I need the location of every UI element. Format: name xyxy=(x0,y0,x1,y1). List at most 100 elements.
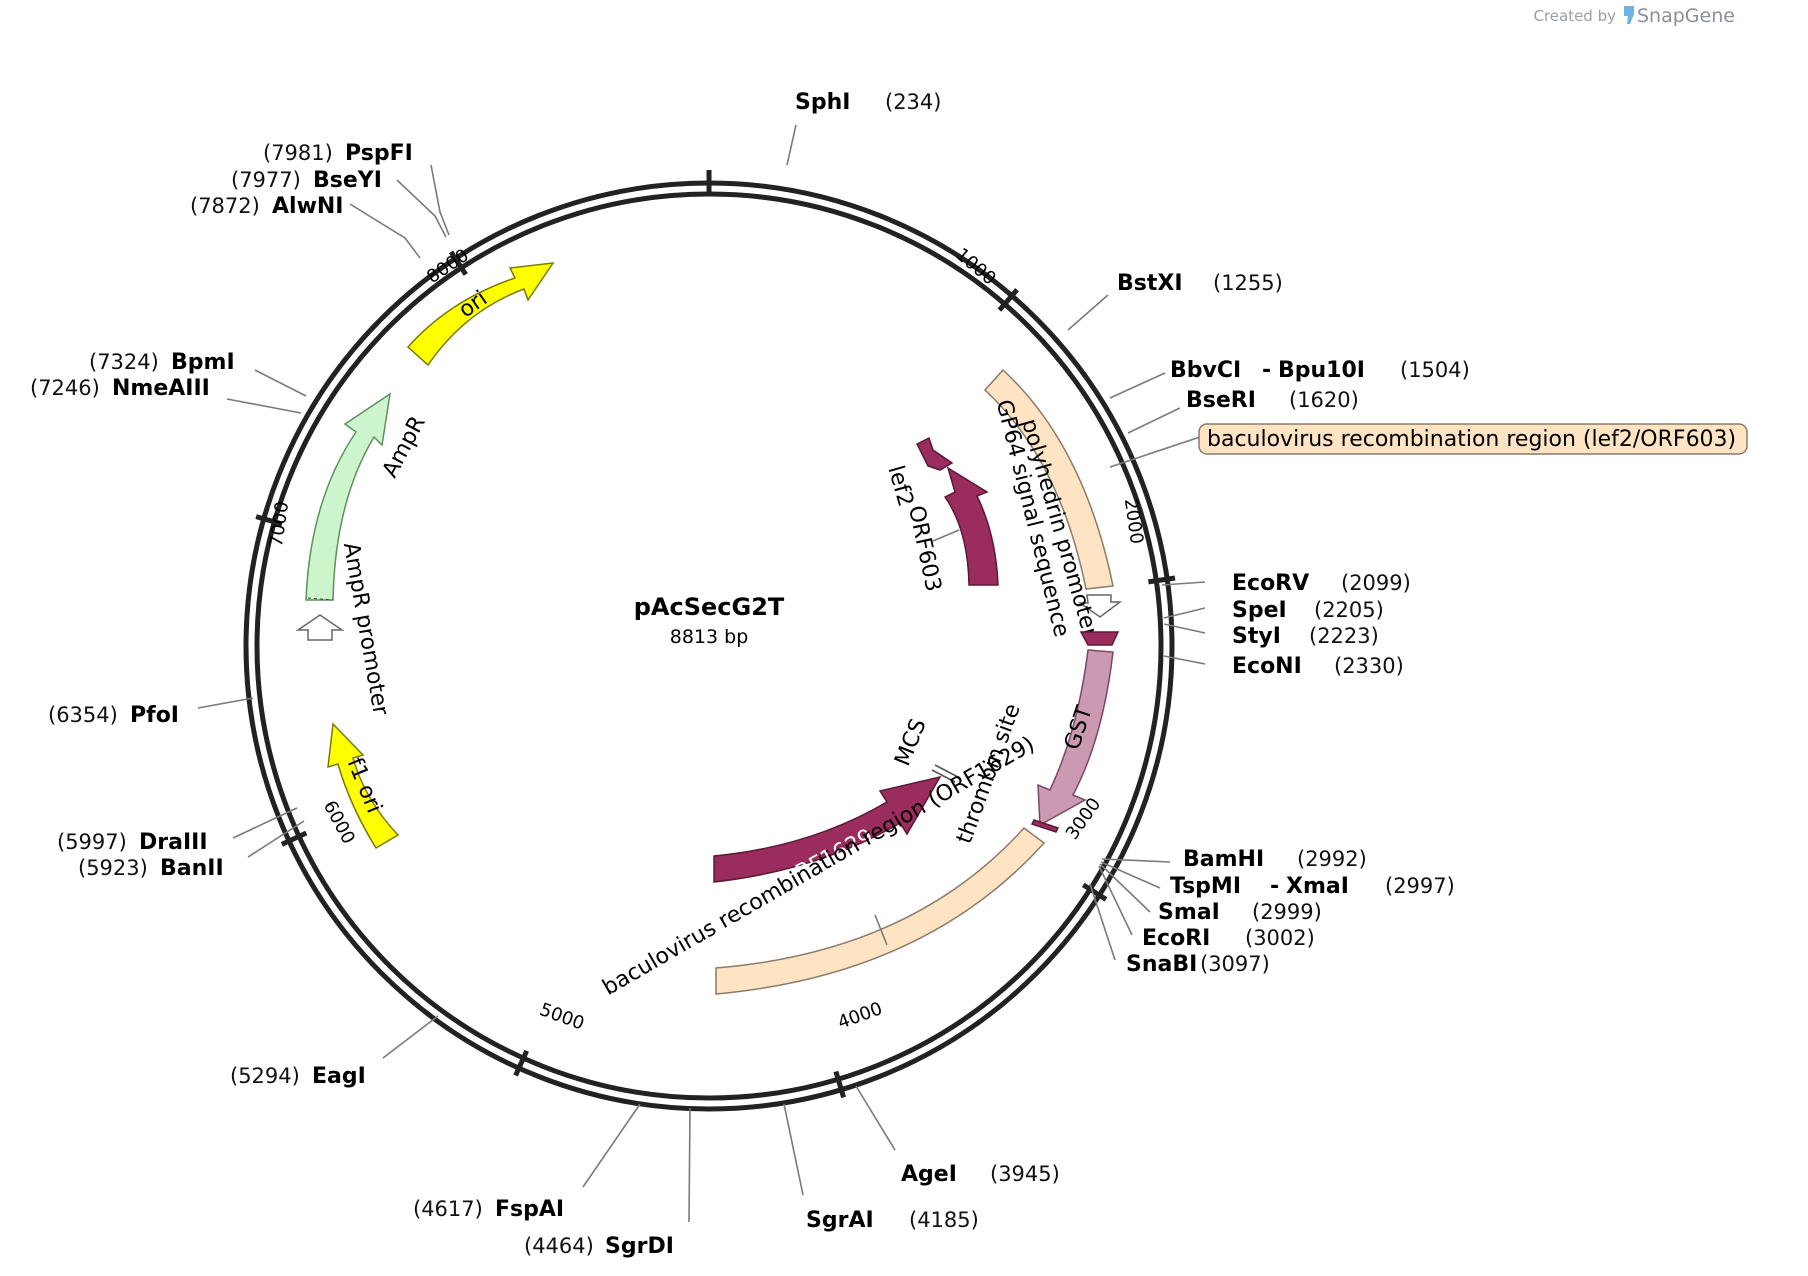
site-fspai[interactable]: (4617)FspAI xyxy=(413,1197,564,1222)
site-sphi[interactable]: SphI(234) xyxy=(795,90,941,115)
leader-snabi xyxy=(1089,883,1116,961)
site-pos: (6354) xyxy=(48,703,118,727)
leader-bpmi xyxy=(254,369,307,397)
site-econi[interactable]: EcoNI(2330) xyxy=(1232,654,1404,679)
feature-baculo-top-arc[interactable] xyxy=(983,368,1114,590)
feature-lef2-label: lef2 xyxy=(883,463,918,510)
site-name: PfoI xyxy=(130,703,179,728)
site-pos: (3097) xyxy=(1200,952,1270,976)
leader-styi xyxy=(1163,623,1206,634)
ruler-tick-8000 xyxy=(448,250,468,276)
site-eagi[interactable]: (5294)EagI xyxy=(230,1064,366,1089)
site-name: EcoRI xyxy=(1142,926,1210,951)
site-spei[interactable]: SpeI(2205) xyxy=(1232,598,1384,623)
site-bseyi[interactable]: (7977)BseYI xyxy=(231,168,382,193)
site-pos: (1620) xyxy=(1289,388,1359,412)
site-name: BbvCI xyxy=(1170,358,1241,383)
leader-sgrai xyxy=(783,1103,804,1196)
site-name: SnaBI xyxy=(1126,952,1197,977)
ruler-tick-5000 xyxy=(513,1049,529,1077)
plasmid-backbone xyxy=(243,170,1175,1112)
ruler-tick-2000 xyxy=(1147,575,1176,585)
ruler-tick-3000 xyxy=(1081,882,1108,902)
leader-fspai xyxy=(582,1103,641,1188)
site-snabi[interactable]: SnaBI(3097) xyxy=(1126,952,1270,977)
site-pos: (4185) xyxy=(909,1208,979,1232)
ampr-dotted-divider xyxy=(307,597,334,601)
site-agei[interactable]: AgeI(3945) xyxy=(901,1162,1060,1187)
site-pos: (5997) xyxy=(57,830,127,854)
site-pos: (7324) xyxy=(89,350,159,374)
feature-ampr-arrow[interactable] xyxy=(305,392,392,601)
site-pos: (2223) xyxy=(1309,624,1379,648)
site-ecori[interactable]: EcoRI(3002) xyxy=(1142,926,1315,951)
site-ecorv[interactable]: EcoRV(2099) xyxy=(1232,571,1411,596)
leader-agei xyxy=(855,1085,896,1151)
site-sgrai[interactable]: SgrAI(4185) xyxy=(806,1208,979,1233)
site-pos: (5294) xyxy=(230,1064,300,1088)
feature-lef2-arrow[interactable] xyxy=(915,436,954,471)
site-alwni[interactable]: (7872)AlwNI xyxy=(190,194,344,219)
site-separator: - xyxy=(1270,874,1279,899)
plasmid-size: 8813 bp xyxy=(670,626,749,648)
site-styi[interactable]: StyI(2223) xyxy=(1232,624,1379,649)
site-name: BamHI xyxy=(1183,847,1264,872)
site-pos: (7981) xyxy=(263,141,333,165)
site-name: NmeAIII xyxy=(112,376,210,401)
feature-ori-arrow[interactable] xyxy=(406,262,555,367)
leader-pspfi xyxy=(430,164,450,236)
ruler-ticks xyxy=(255,250,1176,1099)
leader-spei xyxy=(1163,607,1206,619)
tick-label-4000: 4000 xyxy=(835,998,885,1033)
site-pos: (2099) xyxy=(1341,571,1411,595)
feature-orf603-arrow[interactable] xyxy=(943,466,999,586)
site-name: AgeI xyxy=(901,1162,957,1187)
leader-bbvci xyxy=(1109,372,1166,399)
feature-orf1629-arrow[interactable] xyxy=(713,775,942,883)
site-name: SmaI xyxy=(1158,900,1220,925)
feature-polyhedrin-promoter-arrow[interactable] xyxy=(1077,594,1123,618)
site-name: BstXI xyxy=(1117,271,1183,296)
site-banii[interactable]: (5923) BanII xyxy=(78,856,224,881)
baculo-top-callout-box xyxy=(1198,423,1748,455)
leader-bseri xyxy=(1127,407,1181,434)
ruler-tick-6000 xyxy=(280,830,308,847)
site-pos: (2992) xyxy=(1297,847,1367,871)
feature-mcs-label: MCS xyxy=(890,715,931,769)
site-bpmi[interactable]: (7324)BpmI xyxy=(89,350,235,375)
feature-thrombin-arrow[interactable] xyxy=(1030,819,1060,833)
ruler-tick-4000 xyxy=(833,1070,846,1099)
baculo-bottom-leader xyxy=(874,914,888,946)
tick-label-5000: 5000 xyxy=(537,999,587,1034)
site-draiii[interactable]: (5997)DraIII xyxy=(57,830,208,855)
site-sgrdi[interactable]: (4464)SgrDI xyxy=(524,1234,674,1259)
feature-orf603-label: ORF603 xyxy=(903,503,946,594)
site-pspfi[interactable]: (7981)PspFI xyxy=(263,141,413,166)
site-nmeaiii[interactable]: (7246) NmeAIII xyxy=(30,376,210,401)
site-bstxi[interactable]: BstXI(1255) xyxy=(1117,271,1283,296)
tick-label-7000: 7000 xyxy=(266,500,293,548)
site-bseri[interactable]: BseRI(1620) xyxy=(1186,388,1359,413)
leader-alwni xyxy=(349,203,421,259)
site-name: BseYI xyxy=(313,168,382,193)
feature-f1-ori-arrow[interactable] xyxy=(327,722,400,850)
site-tspmi[interactable]: TspMI-XmaI(2997) xyxy=(1170,874,1455,899)
site-bbvci[interactable]: BbvCI-Bpu10I(1504) xyxy=(1170,358,1470,383)
site-name: BanII xyxy=(160,856,224,881)
backbone-inner-ring xyxy=(254,191,1164,1101)
site-pos: (5923) xyxy=(78,856,148,880)
feature-baculo-bottom-arc[interactable] xyxy=(715,826,1046,995)
site-pos: (2999) xyxy=(1252,900,1322,924)
feature-gp64-arrow[interactable] xyxy=(1079,631,1120,646)
leader-ecorv xyxy=(1161,581,1206,586)
site-bamhi[interactable]: BamHI (2992) xyxy=(1183,847,1367,872)
leader-bseyi xyxy=(396,179,447,238)
site-smai[interactable]: SmaI (2999) xyxy=(1158,900,1322,925)
site-pfoi[interactable]: (6354) PfoI xyxy=(48,703,179,728)
site-pos: (1504) xyxy=(1400,358,1470,382)
feature-gst-arrow[interactable] xyxy=(1037,649,1114,827)
leader-sphi xyxy=(786,124,797,166)
feature-ampr-promoter-arrow[interactable] xyxy=(295,614,345,641)
site-pos: (7246) xyxy=(30,376,100,400)
site-pos: (4464) xyxy=(524,1234,594,1258)
